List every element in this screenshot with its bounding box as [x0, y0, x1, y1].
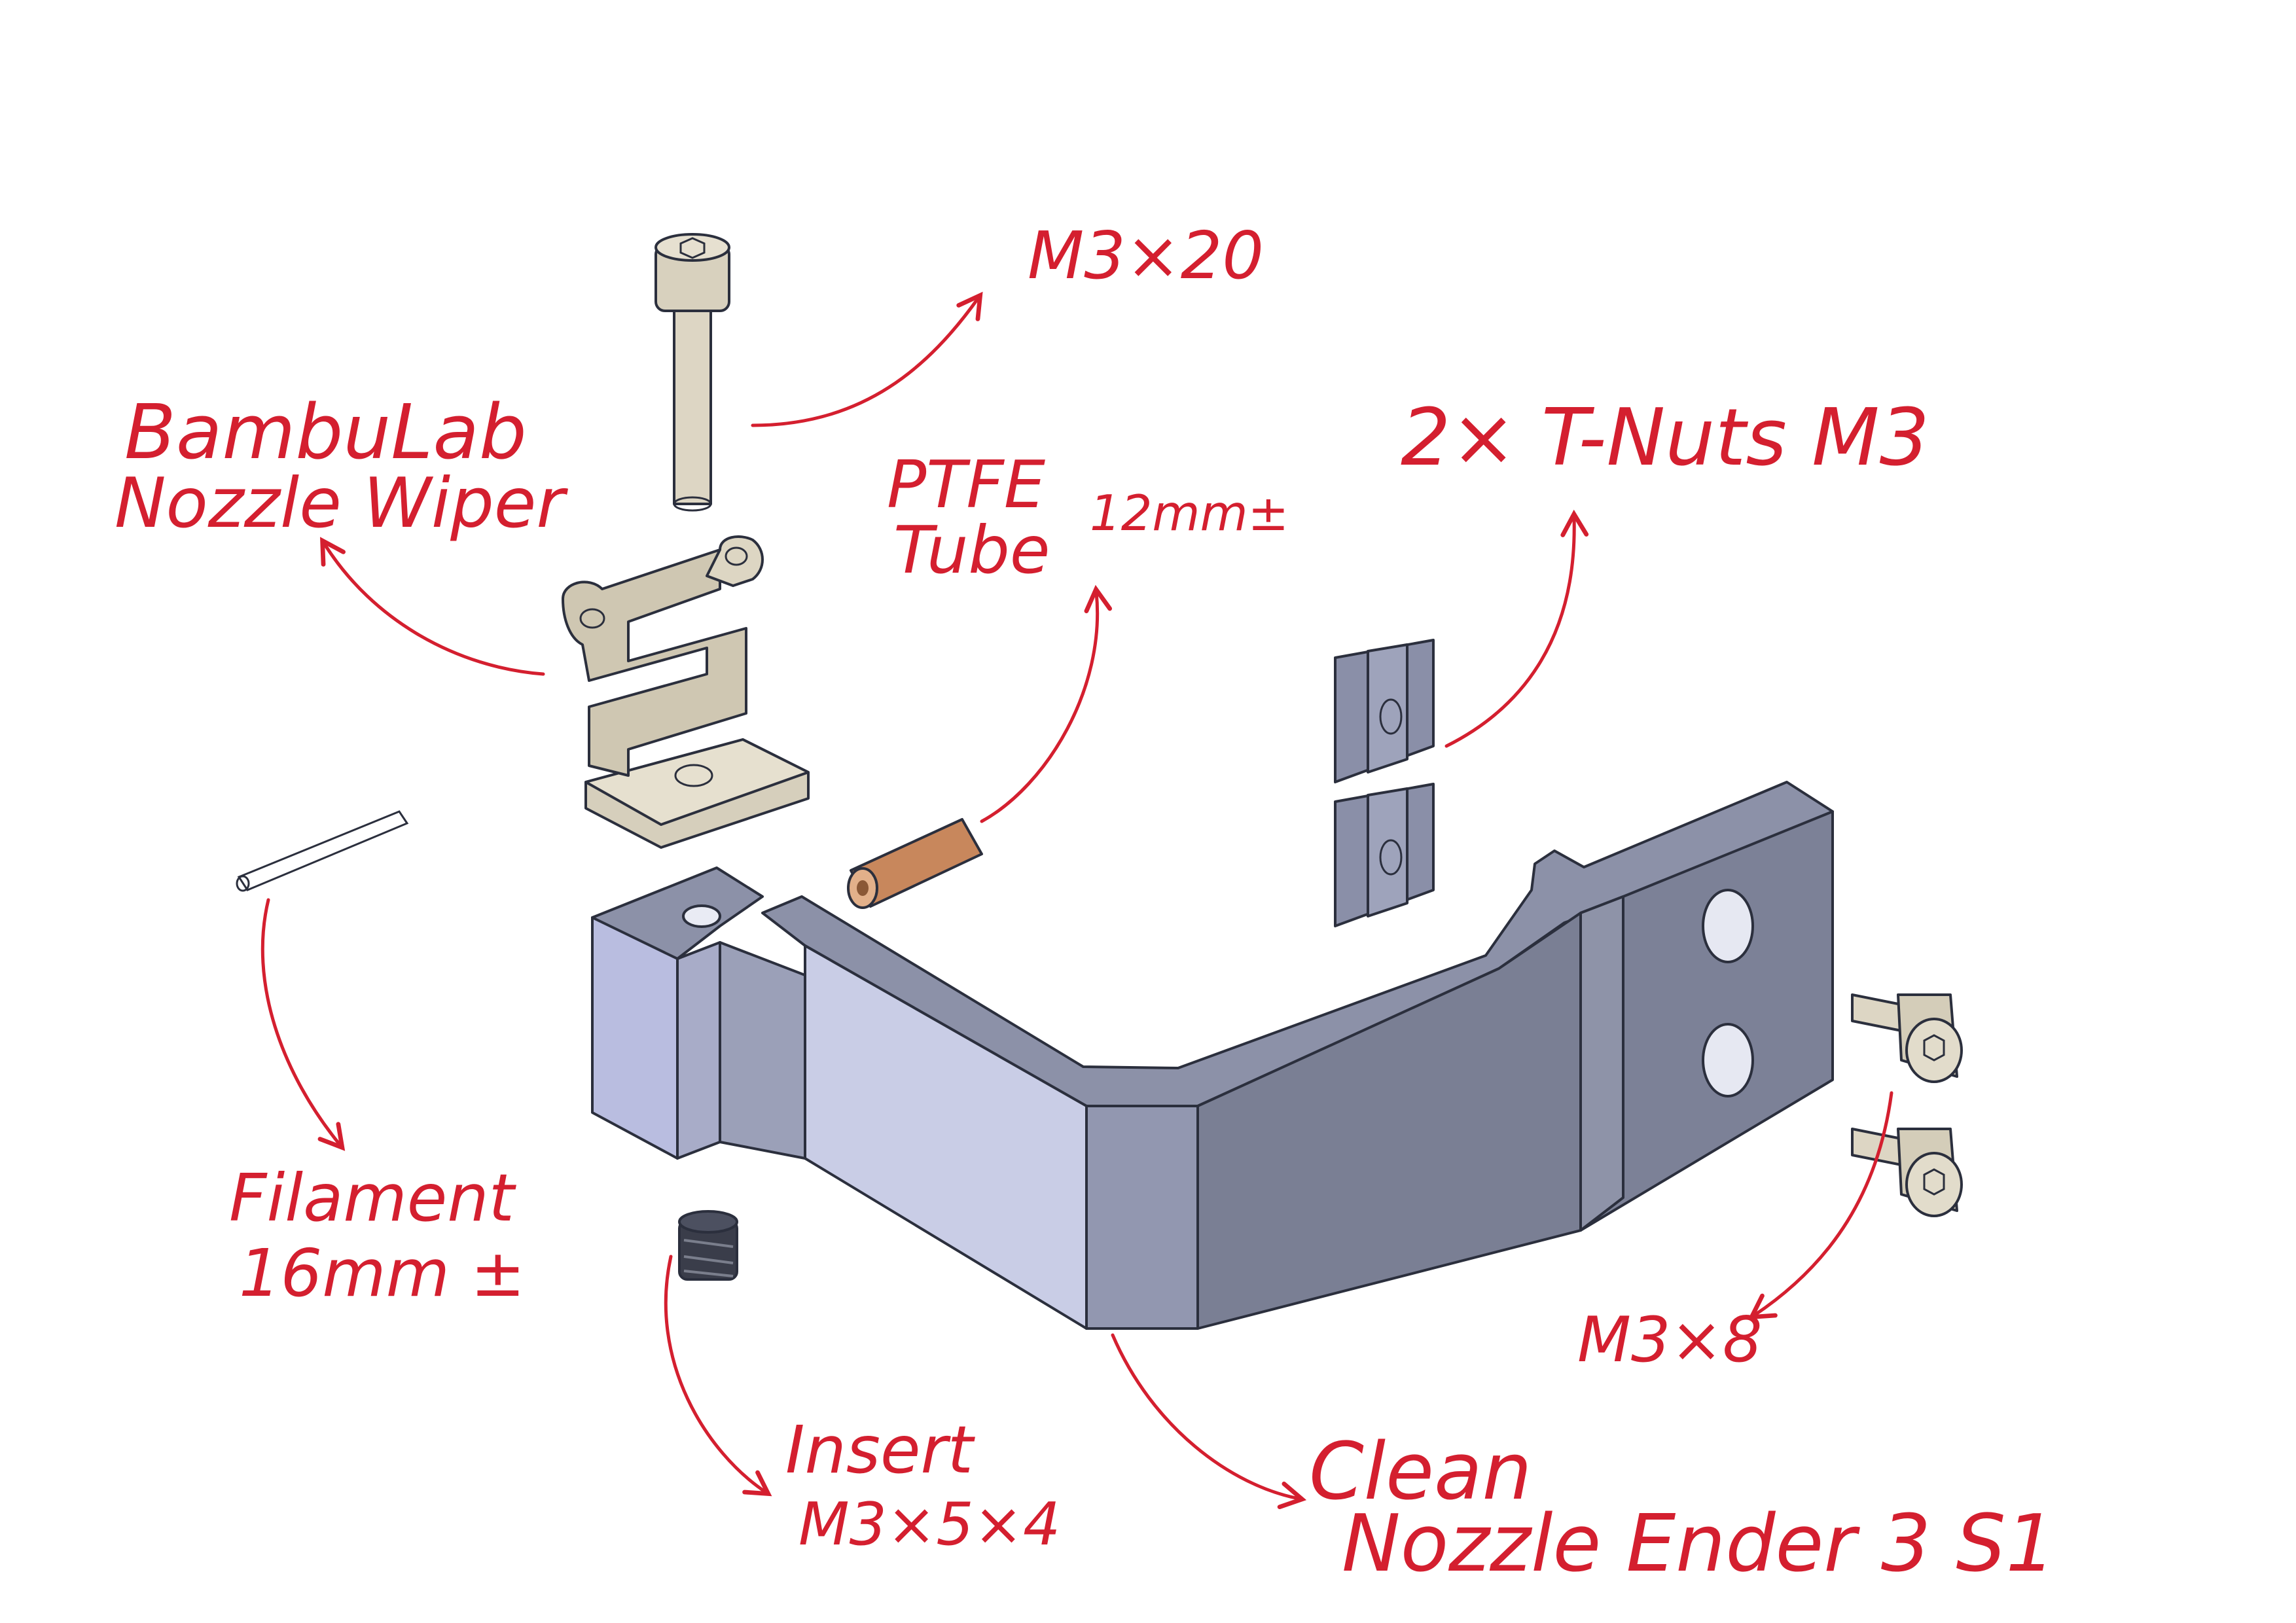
tnut-lower-hole — [1379, 839, 1403, 876]
bracket-part — [591, 781, 1834, 1330]
screw-long-shank — [673, 306, 712, 505]
mount-hole-lower — [1702, 1023, 1754, 1097]
label-bracket-line2: Nozzle Ender 3 S1 — [1342, 1499, 2056, 1590]
bracket-hole — [682, 904, 721, 928]
arrow-screw-long — [751, 291, 983, 427]
label-screw-long: M3×20 — [1028, 217, 1264, 294]
label-wiper-line2: Nozzle Wiper — [115, 463, 568, 543]
screw-short-1-shank — [1851, 993, 1903, 1032]
hex-socket-icon — [1923, 1034, 1945, 1061]
screw-short-1-face — [1905, 1018, 1963, 1083]
annotation-labels: M3×20 BambuLab Nozzle Wiper PTFE Tube 12… — [115, 217, 2056, 1590]
arrow-wiper — [320, 537, 545, 676]
bracket-mount-side — [1579, 895, 1624, 1232]
mount-hole-upper — [1702, 889, 1754, 963]
bracket-notch-face — [719, 941, 806, 1160]
wiper-hole-base — [674, 764, 713, 787]
screw-long-tip — [673, 496, 712, 512]
arrow-ptfe — [980, 584, 1113, 823]
wiper-top-tab — [706, 535, 764, 587]
wiper-base-top — [584, 738, 810, 826]
arrow-tnuts — [1444, 509, 1589, 748]
filament-part — [236, 810, 409, 892]
hex-socket-icon — [1923, 1168, 1945, 1196]
screw-long-head-top — [655, 233, 730, 262]
label-filament-line2: 16mm ± — [239, 1235, 526, 1311]
insert-top — [678, 1210, 738, 1234]
wiper-hole-left — [579, 608, 605, 629]
nozzle-wiper-part — [562, 535, 810, 849]
label-ptfe-line2: Tube — [893, 512, 1050, 588]
label-filament-line1: Filament — [229, 1160, 517, 1236]
wiper-hole-right — [725, 546, 748, 566]
label-insert-line2: M3×5×4 — [798, 1490, 1060, 1559]
ptfe-tube-part — [847, 818, 983, 909]
insert-part — [678, 1210, 738, 1281]
bracket-bend-face — [1085, 1105, 1199, 1330]
wiper-s-body — [562, 548, 747, 777]
hex-socket-icon — [679, 237, 706, 259]
bracket-left-side — [676, 941, 721, 1160]
screws-short-part — [1851, 993, 1963, 1217]
bracket-left-front — [591, 916, 679, 1160]
label-screw-short: M3×8 — [1577, 1304, 1762, 1376]
arrow-insert — [664, 1255, 772, 1497]
arrow-bracket — [1111, 1333, 1307, 1509]
arrow-filament — [260, 898, 346, 1151]
label-ptfe-line1: PTFE — [887, 446, 1045, 523]
tnut-upper-hole — [1379, 698, 1403, 735]
annotation-arrows — [260, 291, 1893, 1509]
insert-knurl — [683, 1239, 734, 1277]
ptfe-tube-bore — [857, 880, 869, 896]
label-bracket-line1: Clean — [1309, 1427, 1532, 1518]
screw-long-part — [655, 233, 730, 512]
bracket-right-face — [1196, 912, 1582, 1330]
label-wiper-line1: BambuLab — [124, 389, 527, 476]
screw-short-2-face — [1905, 1152, 1963, 1217]
tnut-upper-side — [1367, 643, 1408, 774]
label-insert-line1: Insert — [785, 1412, 976, 1488]
label-tnuts: 2× T-Nuts M3 — [1401, 393, 1929, 484]
filament-body — [237, 810, 409, 891]
tnut-lower-side — [1367, 787, 1408, 918]
tnuts-part — [1334, 639, 1435, 927]
arrow-screws-short — [1748, 1091, 1893, 1320]
filament-end — [236, 875, 250, 892]
label-ptfe-length: 12mm± — [1090, 484, 1289, 542]
